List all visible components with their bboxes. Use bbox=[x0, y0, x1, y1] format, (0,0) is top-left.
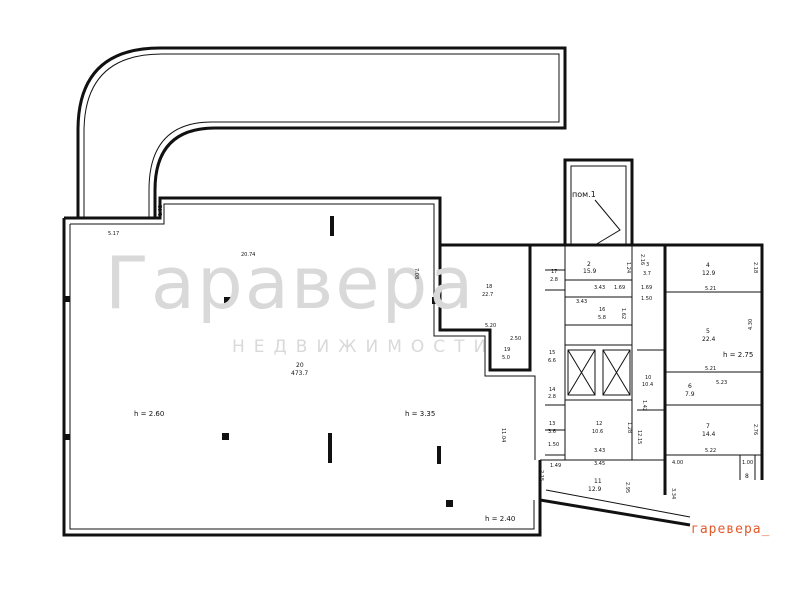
room-area: 10.4 bbox=[642, 382, 653, 388]
room-area: 10.6 bbox=[592, 429, 603, 435]
room-number: 10 bbox=[645, 375, 651, 381]
dim-label: 7.08 bbox=[413, 268, 419, 279]
dim-label: 20.74 bbox=[241, 252, 255, 258]
room-area: 2.8 bbox=[550, 277, 558, 283]
height-label: h = 2.40 bbox=[485, 515, 515, 523]
dim-label: 1.50 bbox=[548, 442, 559, 448]
height-labels: h = 2.60 h = 3.35 h = 2.40 h = 2.75 bbox=[134, 351, 753, 523]
dim-label: 1.42 bbox=[641, 400, 647, 411]
dim-label: 1.69 bbox=[614, 285, 625, 291]
room-number: 12 bbox=[596, 421, 602, 427]
dim-label: 5.20 bbox=[485, 323, 496, 329]
room-number: 2 bbox=[587, 261, 591, 268]
dim-label: 1.02 bbox=[158, 205, 164, 216]
dim-label: 5.23 bbox=[716, 380, 727, 386]
watermark-main: Гаравера bbox=[105, 241, 475, 325]
ramp bbox=[76, 46, 567, 218]
room-number: 20 bbox=[296, 362, 304, 369]
dimension-labels: 5.17 20.74 1.02 7.08 5.20 2.50 11.04 3.4… bbox=[108, 205, 758, 499]
dim-label: 1.00 bbox=[742, 460, 753, 466]
dim-label: 2.95 bbox=[624, 482, 630, 493]
room-area: 3.7 bbox=[643, 271, 651, 277]
watermark-sub: НЕДВИЖИМОСТИ bbox=[232, 337, 495, 357]
right-rooms-walls bbox=[665, 243, 764, 480]
room-area: 6.6 bbox=[548, 358, 556, 364]
room-number: 14 bbox=[549, 387, 555, 393]
dim-label: 3.34 bbox=[670, 488, 676, 499]
height-label: h = 3.35 bbox=[405, 410, 435, 418]
dim-label: 3.45 bbox=[594, 461, 605, 467]
height-label: h = 2.75 bbox=[723, 351, 753, 359]
room-area: 12.9 bbox=[588, 486, 602, 493]
room-number: 8 bbox=[745, 473, 749, 480]
height-label: h = 2.60 bbox=[134, 410, 164, 418]
room-labels: пом.1 2 15.9 3 3.7 4 12.9 5 22.4 6 7.9 7… bbox=[291, 190, 749, 493]
columns bbox=[64, 216, 453, 507]
room-number: пом.1 bbox=[572, 190, 596, 199]
room-number: 3 bbox=[646, 262, 649, 268]
dim-label: 2.16 bbox=[639, 254, 645, 265]
dim-label: 2.76 bbox=[752, 424, 758, 435]
room-area: 5.8 bbox=[598, 315, 606, 321]
room-number: 18 bbox=[486, 284, 492, 290]
dim-label: 4.00 bbox=[672, 460, 683, 466]
dim-label: 5.17 bbox=[108, 231, 119, 237]
room-number: 7 bbox=[706, 423, 710, 430]
room-number: 13 bbox=[549, 421, 555, 427]
dim-label: 2.18 bbox=[752, 262, 758, 273]
room-number: 17 bbox=[551, 269, 557, 275]
room-area: 15.9 bbox=[583, 268, 597, 275]
dim-label: 12.15 bbox=[636, 430, 642, 444]
room-area: 5.0 bbox=[502, 355, 510, 361]
dim-label: 2.15 bbox=[538, 470, 544, 481]
dim-label: 5.21 bbox=[705, 366, 716, 372]
room-area: 12.9 bbox=[702, 270, 716, 277]
room-number: 4 bbox=[706, 262, 710, 269]
dim-label: 3.43 bbox=[594, 285, 605, 291]
room-area: 7.9 bbox=[685, 391, 695, 398]
room-area: 14.4 bbox=[702, 431, 716, 438]
room-area: 22.7 bbox=[482, 292, 493, 298]
dim-label: 4.30 bbox=[748, 319, 754, 330]
brand-logo-text: гаревера_ bbox=[691, 522, 770, 537]
service-block-walls bbox=[530, 158, 691, 527]
dim-label: 11.04 bbox=[500, 428, 506, 442]
room-number: 15 bbox=[549, 350, 555, 356]
room-number: 5 bbox=[706, 328, 710, 335]
dim-label: 1.62 bbox=[620, 308, 626, 319]
dim-label: 1.28 bbox=[626, 422, 632, 433]
room-number: 16 bbox=[599, 307, 605, 313]
dim-label: 1.24 bbox=[625, 262, 631, 273]
room-number: 6 bbox=[688, 383, 692, 390]
room-area: 3.6 bbox=[548, 429, 556, 435]
dim-label: 2.50 bbox=[510, 336, 521, 342]
room-number: 19 bbox=[504, 347, 510, 353]
dim-label: 3.43 bbox=[576, 299, 587, 305]
room-area: 2.8 bbox=[548, 394, 556, 400]
watermark: Гаравера НЕДВИЖИМОСТИ bbox=[105, 241, 495, 357]
dim-label: 1.49 bbox=[550, 463, 561, 469]
room-area: 22.4 bbox=[702, 336, 716, 343]
dim-label: 1.69 bbox=[641, 285, 652, 291]
dim-label: 5.21 bbox=[705, 286, 716, 292]
dim-label: 3.43 bbox=[594, 448, 605, 454]
dim-label: 5.22 bbox=[705, 448, 716, 454]
dim-label: 1.50 bbox=[641, 296, 652, 302]
room-area: 473.7 bbox=[291, 370, 308, 377]
room-number: 11 bbox=[594, 478, 602, 485]
